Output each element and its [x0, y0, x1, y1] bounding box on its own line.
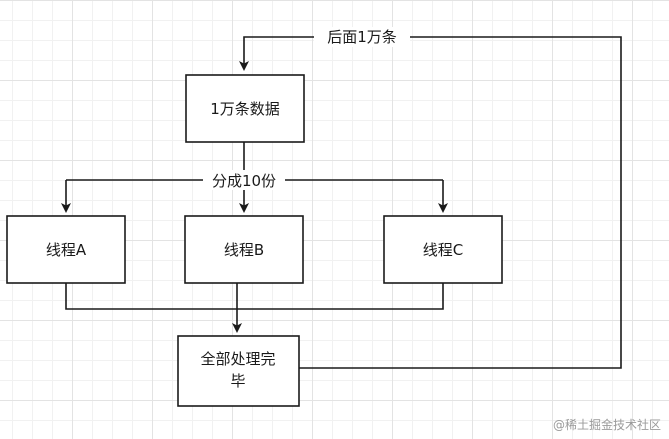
node-done-label-line2: 毕: [230, 372, 245, 390]
node-thread-a[interactable]: 线程A: [6, 215, 126, 284]
loop-edge-label: 后面1万条: [327, 28, 397, 46]
split-edges: 分成10份: [61, 142, 448, 213]
node-done[interactable]: 全部处理完 毕: [177, 335, 300, 407]
node-thread-c-label: 线程C: [423, 241, 463, 259]
node-thread-b[interactable]: 线程B: [184, 215, 304, 284]
node-done-label-line1: 全部处理完: [200, 350, 275, 368]
node-thread-a-label: 线程A: [46, 241, 87, 259]
loop-edge: 后面1万条: [239, 27, 622, 369]
node-data[interactable]: 1万条数据: [185, 74, 305, 143]
watermark: @稀土掘金技术社区: [552, 418, 661, 432]
node-data-label: 1万条数据: [210, 100, 280, 118]
node-thread-c[interactable]: 线程C: [383, 215, 503, 284]
node-thread-b-label: 线程B: [224, 241, 264, 259]
merge-edges: [65, 283, 444, 333]
split-edge-label: 分成10份: [212, 172, 276, 190]
